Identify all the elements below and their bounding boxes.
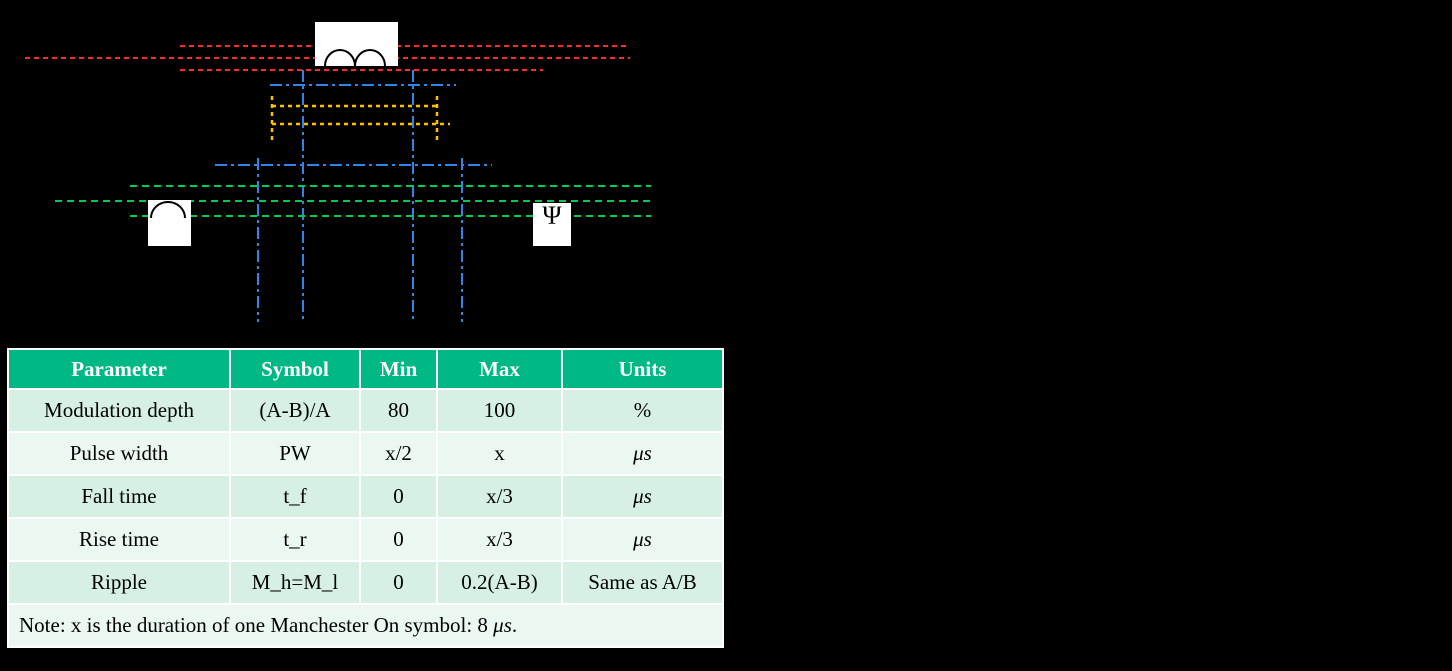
header-symbol: Symbol — [229, 348, 361, 390]
cell-max: x/3 — [436, 517, 563, 562]
cell-max: x/3 — [436, 474, 563, 519]
note-units: μs — [493, 613, 512, 637]
waveform-diagram: Ψ — [0, 0, 700, 340]
cell-symbol: t_f — [229, 474, 361, 519]
label-box-bottom-left — [148, 200, 191, 246]
cell-units: μs — [561, 431, 724, 476]
cell-units: μs — [561, 517, 724, 562]
cell-symbol: t_r — [229, 517, 361, 562]
header-min: Min — [359, 348, 438, 390]
waveform-diagram-svg: Ψ — [25, 22, 651, 322]
table-row-pulse-width: Pulse width PW x/2 x μs — [7, 431, 724, 476]
level-a-band-lines — [25, 45, 630, 71]
note-text: Note: x is the duration of one Mancheste… — [19, 613, 494, 637]
cell-min: 80 — [359, 388, 438, 433]
header-units: Units — [561, 348, 724, 390]
spec-table: Parameter Symbol Min Max Units Modulatio… — [7, 348, 724, 648]
cell-parameter: Ripple — [7, 560, 231, 605]
cell-max: 0.2(A-B) — [436, 560, 563, 605]
table-note-row: Note: x is the duration of one Mancheste… — [7, 603, 724, 648]
cell-units: % — [561, 388, 724, 433]
cell-symbol: PW — [229, 431, 361, 476]
cell-units: Same as A/B — [561, 560, 724, 605]
label-box-bottom-right: Ψ — [533, 201, 571, 246]
table-header-row: Parameter Symbol Min Max Units — [7, 348, 724, 390]
table-row-modulation-depth: Modulation depth (A-B)/A 80 100 % — [7, 388, 724, 433]
cell-parameter: Fall time — [7, 474, 231, 519]
cell-units: μs — [561, 474, 724, 519]
cell-parameter: Modulation depth — [7, 388, 231, 433]
header-parameter: Parameter — [7, 348, 231, 390]
cell-max: x — [436, 431, 563, 476]
carrier-hump-icon — [150, 201, 186, 219]
ripple-band-lines — [270, 96, 450, 140]
carrier-hump-icon — [354, 49, 386, 67]
cell-parameter: Rise time — [7, 517, 231, 562]
table-row-ripple: Ripple M_h=M_l 0 0.2(A-B) Same as A/B — [7, 560, 724, 605]
table-row-fall-time: Fall time t_f 0 x/3 μs — [7, 474, 724, 519]
note-cell: Note: x is the duration of one Mancheste… — [7, 603, 724, 648]
cell-symbol: M_h=M_l — [229, 560, 361, 605]
table-row-rise-time: Rise time t_r 0 x/3 μs — [7, 517, 724, 562]
timing-guide-lines — [215, 70, 492, 322]
cell-parameter: Pulse width — [7, 431, 231, 476]
cell-min: 0 — [359, 517, 438, 562]
label-box-top — [315, 22, 398, 67]
cell-min: 0 — [359, 560, 438, 605]
carrier-hump-icon — [324, 49, 356, 67]
cell-max: 100 — [436, 388, 563, 433]
cell-min: x/2 — [359, 431, 438, 476]
note-period: . — [511, 613, 518, 637]
psi-symbol-icon: Ψ — [542, 201, 562, 230]
cell-min: 0 — [359, 474, 438, 519]
header-max: Max — [436, 348, 563, 390]
cell-symbol: (A-B)/A — [229, 388, 361, 433]
